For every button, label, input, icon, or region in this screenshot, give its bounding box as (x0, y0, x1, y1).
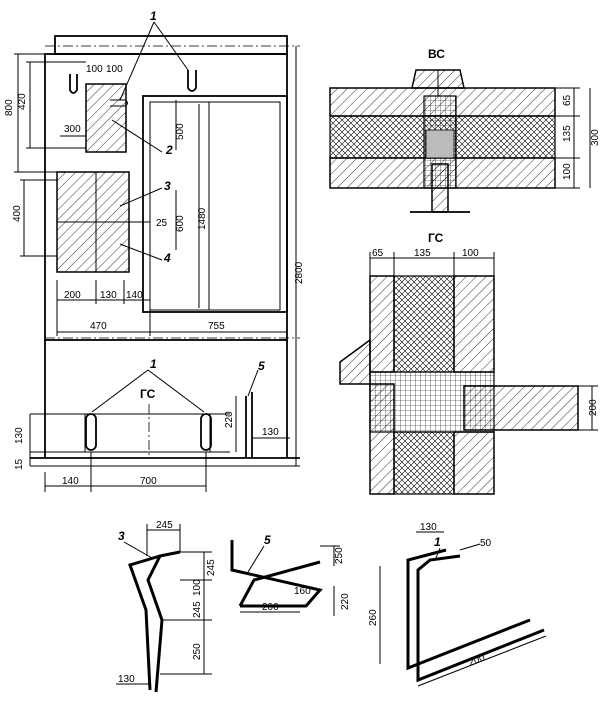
dim-300: 300 (64, 124, 81, 135)
dim-100a: 100 (86, 64, 103, 75)
label-5-plan: 5 (258, 359, 265, 373)
dim-200: 200 (64, 290, 81, 301)
detail-1: 130 1 50 260 200 (368, 522, 547, 687)
dim-m250: 250 (334, 547, 345, 564)
dim-e220: 220 (224, 411, 235, 428)
panel-plan: 1 2 3 4 800 420 400 100 100 300 500 600 … (4, 9, 305, 466)
dim-e15: 15 (14, 458, 25, 470)
dim-gs200: 200 (588, 399, 599, 416)
dim-k245a: 245 (156, 520, 173, 531)
dim-420: 420 (17, 93, 28, 110)
label-3-detail: 3 (118, 529, 125, 543)
dim-e130b: 130 (262, 427, 279, 438)
dim-e140: 140 (62, 476, 79, 487)
dim-100b: 100 (106, 64, 123, 75)
dim-m200: 200 (262, 602, 279, 613)
dim-25: 25 (156, 218, 168, 229)
detail-3: 245 245 100 245 250 130 3 (116, 520, 217, 693)
dim-gs100: 100 (462, 248, 479, 259)
dim-gs65: 65 (372, 248, 384, 259)
dim-500: 500 (175, 123, 186, 140)
dim-470: 470 (90, 321, 107, 332)
label-3-plan: 3 (164, 179, 171, 193)
label-4: 4 (163, 251, 171, 265)
dim-k100: 100 (192, 579, 203, 596)
dim-1480: 1480 (197, 207, 208, 230)
dim-k130: 130 (118, 674, 135, 685)
section-label-gs-elevation: ГС (140, 387, 156, 401)
dim-gs135: 135 (414, 248, 431, 259)
dim-140: 140 (126, 290, 143, 301)
panel-elevation: ГС 1 5 220 130 130 15 140 700 (14, 340, 300, 492)
dim-600: 600 (175, 215, 186, 232)
lifting-loop-icon (69, 74, 78, 94)
section-vs: ВС 65 135 100 300 (329, 47, 601, 213)
dim-p50: 50 (480, 538, 492, 549)
dim-k250: 250 (192, 643, 203, 660)
dim-400: 400 (12, 205, 23, 222)
section-label-vs: ВС (428, 47, 445, 61)
dim-vs135: 135 (562, 125, 573, 142)
dim-vs65: 65 (562, 94, 573, 106)
label-1-top: 1 (150, 9, 157, 23)
dim-vs100: 100 (562, 163, 573, 180)
dim-2800: 2800 (294, 261, 305, 284)
dim-p130: 130 (420, 522, 437, 533)
dim-vs300: 300 (590, 129, 601, 146)
section-label-gs: ГС (428, 231, 444, 245)
lifting-loop-icon (187, 70, 197, 92)
dim-k245b: 245 (206, 559, 217, 576)
section-gs: ГС 65 135 100 200 (339, 231, 599, 495)
dim-800: 800 (4, 99, 15, 116)
label-2: 2 (165, 143, 173, 157)
detail-5: 5 250 160 220 200 (230, 533, 351, 616)
label-5-detail: 5 (264, 533, 271, 547)
dim-m160: 160 (294, 586, 311, 597)
label-1-detail: 1 (434, 535, 441, 549)
dim-e700: 700 (140, 476, 157, 487)
dim-e130: 130 (14, 427, 25, 444)
dim-k245c: 245 (192, 601, 203, 618)
dim-130: 130 (100, 290, 117, 301)
dim-p260: 260 (368, 609, 379, 626)
label-1-elevation: 1 (150, 357, 157, 371)
dim-m220: 220 (340, 593, 351, 610)
dim-755: 755 (208, 321, 225, 332)
